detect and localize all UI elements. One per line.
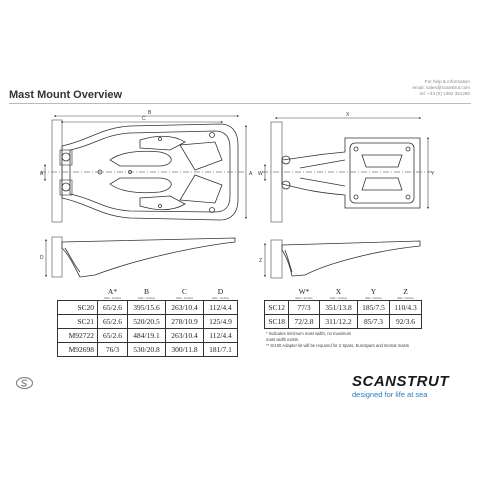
dimension-label-c: C [142, 116, 146, 122]
column-header: A*mm / inches [103, 287, 122, 301]
dimension-label-y: Y [431, 171, 435, 177]
table-cell: 65/2.6 [97, 328, 128, 343]
table-cell: 181/7.1 [203, 342, 238, 357]
model-cell: M92698 [57, 342, 98, 357]
table-cell: 125/4.9 [203, 314, 238, 329]
table-cell: 85/7.3 [357, 314, 390, 329]
contact-line-email: email: sales@scanstrut.com [412, 85, 470, 90]
table-row: M92722 65/2.6 484/19.1 263/10.4 112/4.4 [57, 328, 238, 343]
scanstrut-s-logo-icon [16, 377, 33, 389]
left-side-view [44, 236, 236, 278]
dimension-label-a-right: A [249, 171, 253, 177]
table-cell: 92/3.6 [389, 314, 422, 329]
model-cell: SC21 [57, 314, 98, 329]
model-cell: SC18 [264, 314, 289, 329]
dimension-label-b: B [148, 110, 152, 116]
brand-tagline: designed for life at sea [352, 390, 428, 399]
table-cell: 311/12.2 [319, 314, 358, 329]
table-cell: 65/2.6 [97, 300, 128, 315]
column-header: W*mm / inches [295, 287, 313, 301]
table-cell: 530/20.8 [127, 342, 166, 357]
model-cell: SC12 [264, 300, 289, 315]
table-row: M92698 76/3 530/20.8 300/11.8 181/7.1 [57, 342, 238, 357]
table-row: SC21 65/2.6 520/20.5 278/10.9 125/4.9 [57, 314, 238, 329]
title-divider [9, 103, 471, 104]
brand-logo: SCANSTRUT [352, 373, 449, 390]
table-row: SC12 77/3 351/13.8 185/7.5 110/4.3 [264, 300, 422, 315]
right-side-view [263, 239, 421, 279]
note-line: * Indicates minimum mast width, no maxim… [266, 331, 352, 336]
table-cell: 65/2.6 [97, 314, 128, 329]
table-cell: 300/11.8 [165, 342, 204, 357]
table-cell: 263/10.4 [165, 328, 204, 343]
table-row: SC20 65/2.6 395/15.6 263/10.4 112/4.4 [57, 300, 238, 315]
contact-line-phone: tel: +44 (0) 1392 351280 [419, 91, 470, 96]
table-cell: 72/2.8 [288, 314, 320, 329]
model-cell: M92722 [57, 328, 98, 343]
table-cell: 263/10.4 [165, 300, 204, 315]
dimension-label-z: Z [259, 258, 262, 264]
left-top-view [40, 114, 248, 223]
contact-info: For help & information email: sales@scan… [412, 79, 470, 97]
table-cell: 484/19.1 [127, 328, 166, 343]
note-line: ** SI100 Adapter kit will be required fo… [266, 343, 409, 348]
dimension-label-d: D [40, 255, 44, 261]
note-line: mast width exists. [266, 337, 300, 342]
table-cell: 351/13.8 [319, 300, 358, 315]
table-notes: * Indicates minimum mast width, no maxim… [266, 331, 466, 349]
right-top-view [262, 116, 432, 223]
table-cell: 395/15.6 [127, 300, 166, 315]
table-cell: 185/7.5 [357, 300, 390, 315]
dimension-label-a: A [40, 171, 44, 177]
dimension-label-w: W [258, 171, 263, 177]
table-cell: 112/4.4 [203, 300, 238, 315]
model-cell: SC20 [57, 300, 98, 315]
dimension-label-x: X [346, 112, 350, 118]
table-cell: 110/4.3 [389, 300, 422, 315]
table-cell: 520/20.5 [127, 314, 166, 329]
contact-line-help: For help & information [424, 79, 470, 84]
page-title: Mast Mount Overview [9, 89, 123, 101]
table-cell: 278/10.9 [165, 314, 204, 329]
table-cell: 112/4.4 [203, 328, 238, 343]
table-cell: 77/3 [288, 300, 320, 315]
table-cell: 76/3 [97, 342, 128, 357]
table-row: SC18 72/2.8 311/12.2 85/7.3 92/3.6 [264, 314, 422, 329]
